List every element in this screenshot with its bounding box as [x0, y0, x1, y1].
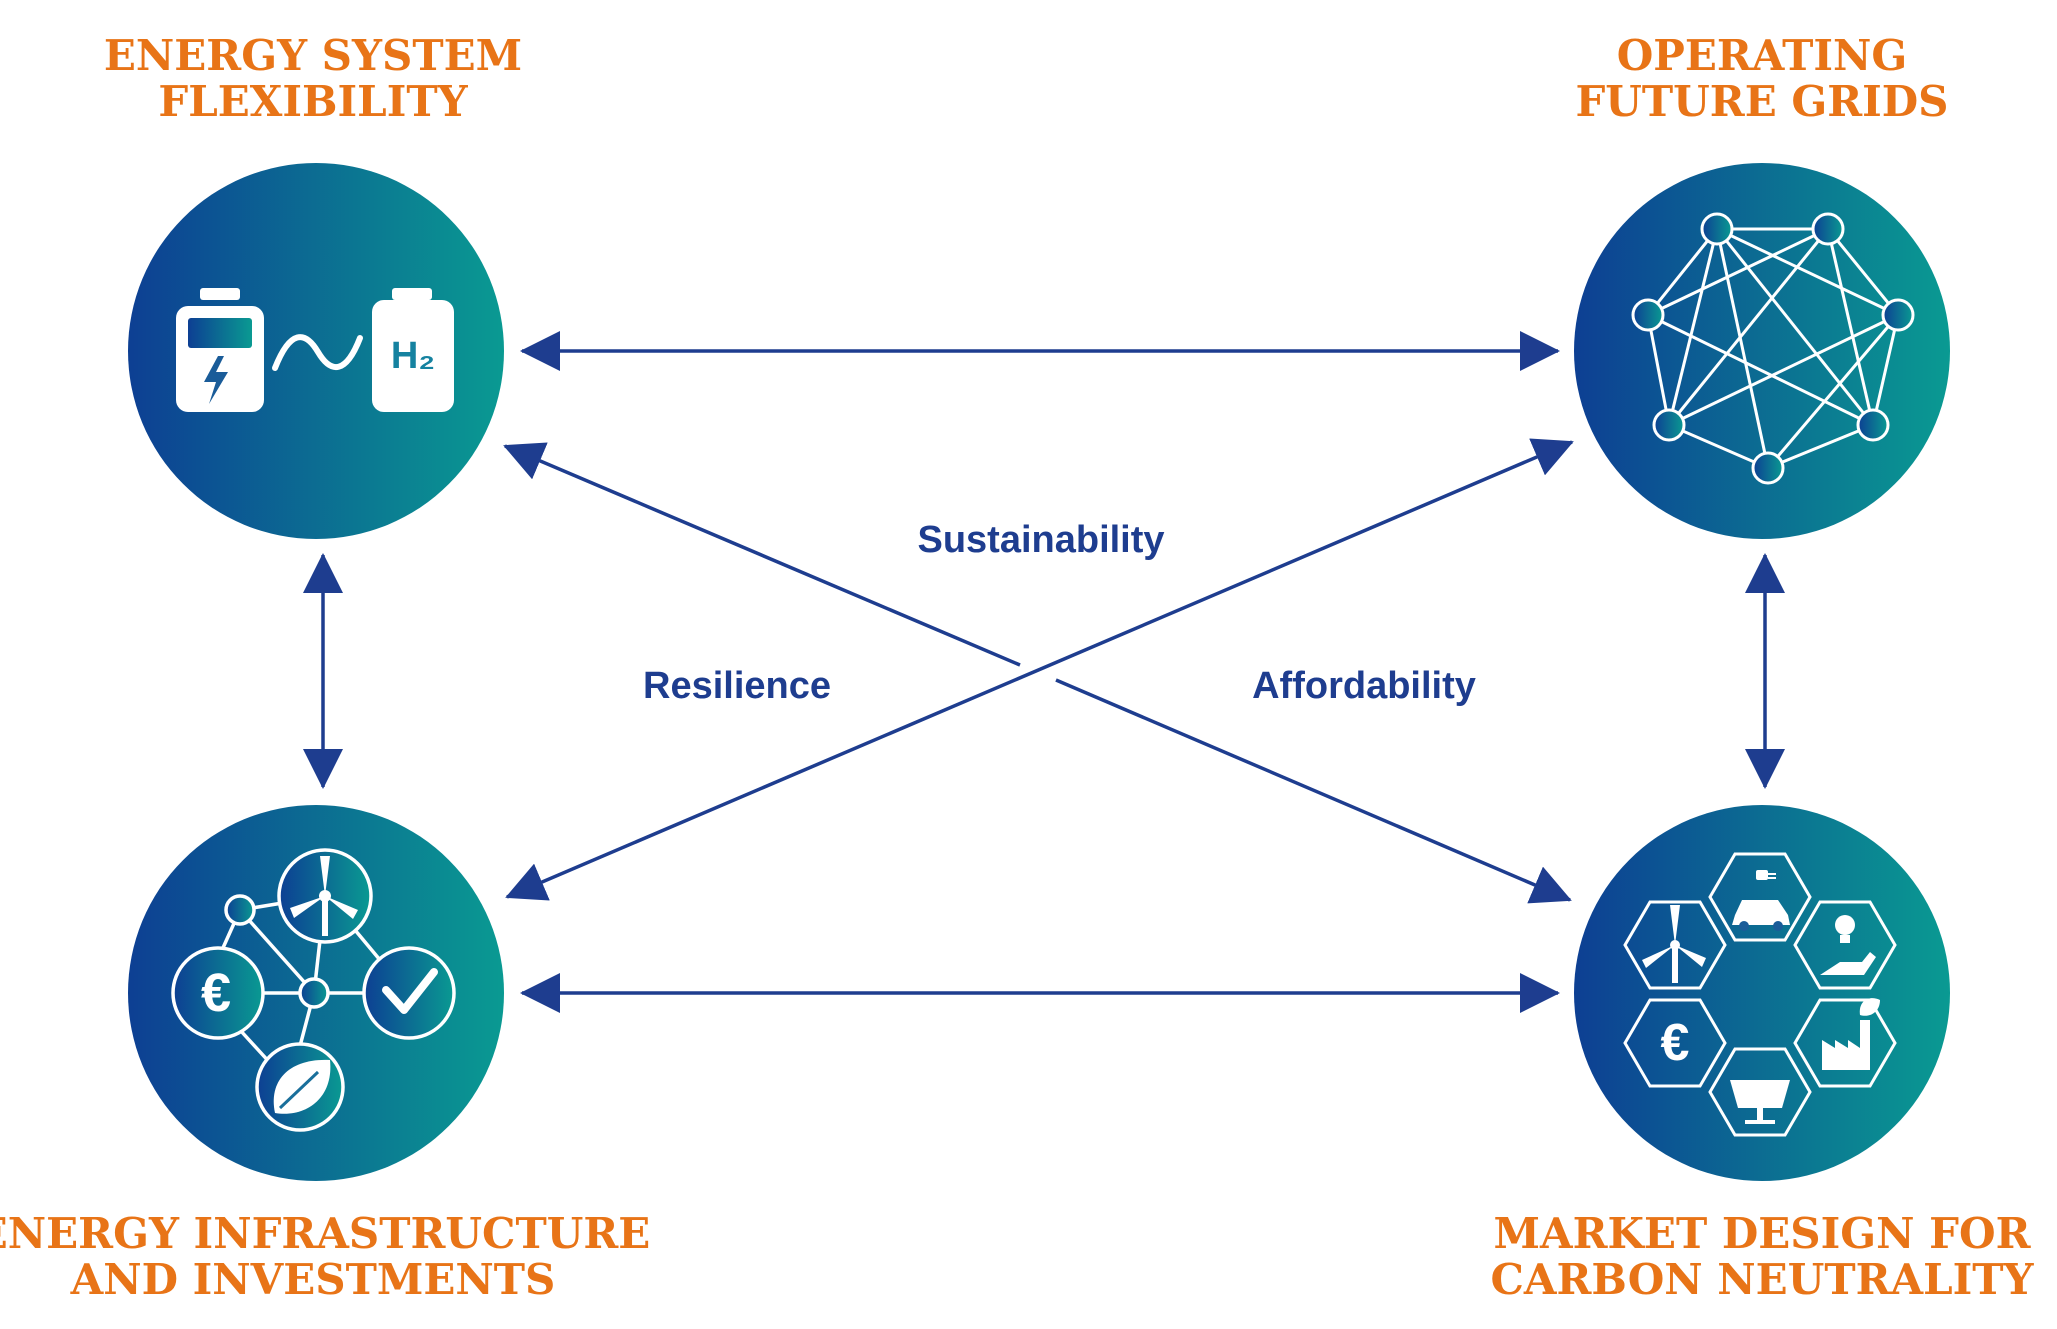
wind-turbine-icon [290, 856, 358, 936]
euro-symbol: € [1661, 1014, 1690, 1072]
arrow-diagonal-br [1055, 678, 1572, 904]
node-market-design: € [1574, 805, 1950, 1181]
grid-network-icon [1631, 212, 1915, 485]
hydrogen-tank-icon: H₂ [372, 288, 454, 412]
title-line: OPERATING [1617, 31, 1908, 80]
connectors [303, 331, 1785, 1013]
label-resilience: Resilience [643, 665, 831, 707]
battery-icon [176, 288, 264, 412]
infrastructure-network-icon: € [171, 848, 456, 1132]
checkmark-icon [382, 968, 438, 1014]
title-market-design: MARKET DESIGN FOR CARBON NEUTRALITY [1491, 1209, 2035, 1304]
title-line: AND INVESTMENTS [70, 1255, 556, 1304]
title-line: MARKET DESIGN FOR [1494, 1209, 2032, 1258]
market-hexagon-icon: € [1623, 852, 1897, 1137]
node-energy-system-flexibility: H₂ [128, 163, 504, 539]
title-line: ENERGY SYSTEM [104, 31, 522, 80]
factory-leaf-icon [1822, 998, 1880, 1070]
lightbulb-hand-icon [1820, 915, 1876, 975]
node-circle [1574, 805, 1950, 1181]
label-sustainability: Sustainability [917, 519, 1164, 561]
euro-symbol: € [201, 963, 231, 1023]
title-operating-future-grids: OPERATING FUTURE GRIDS [1575, 31, 1948, 126]
node-operating-future-grids [1574, 163, 1950, 539]
title-line: CARBON NEUTRALITY [1491, 1255, 2035, 1304]
title-energy-infrastructure: ENERGY INFRASTRUCTURE AND INVESTMENTS [0, 1209, 650, 1304]
title-line: FUTURE GRIDS [1575, 77, 1948, 126]
title-line: ENERGY INFRASTRUCTURE [0, 1209, 650, 1258]
sine-wave-icon [272, 334, 363, 371]
solar-panel-icon [1730, 1080, 1790, 1124]
node-circle [1574, 163, 1950, 539]
arrow-diagonal-tr-bl [505, 438, 1574, 901]
label-affordability: Affordability [1252, 665, 1476, 707]
node-energy-infrastructure: € [128, 805, 504, 1181]
title-energy-system-flexibility: ENERGY SYSTEM FLEXIBILITY [104, 31, 522, 126]
title-line: FLEXIBILITY [158, 77, 468, 126]
electric-car-icon [1732, 870, 1790, 931]
battery-hydrogen-icon: H₂ [176, 288, 454, 412]
wind-turbine-icon [1642, 905, 1706, 983]
h2-label: H₂ [391, 335, 435, 377]
leaf-icon [273, 1059, 331, 1114]
